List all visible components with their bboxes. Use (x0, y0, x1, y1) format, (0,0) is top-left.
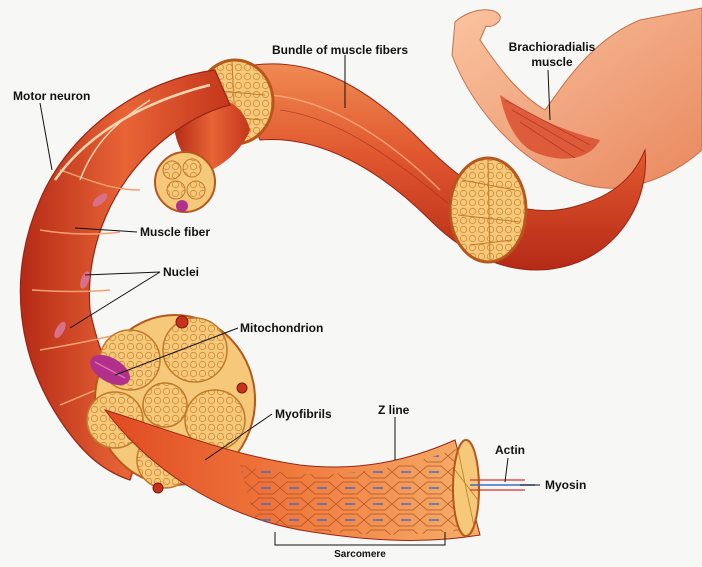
label-muscle-fiber: Muscle fiber (140, 225, 210, 239)
label-nuclei: Nuclei (163, 265, 199, 279)
fascicle-cross-section (450, 158, 526, 262)
label-bundle-of-muscle-fibers: Bundle of muscle fibers (272, 43, 408, 57)
label-mitochondrion: Mitochondrion (240, 321, 323, 335)
label-brachioradialis-line1: Brachioradialis (500, 40, 604, 54)
label-myosin: Myosin (545, 478, 586, 492)
label-actin: Actin (495, 443, 525, 457)
label-motor-neuron: Motor neuron (13, 89, 90, 103)
label-sarcomere: Sarcomere (320, 548, 400, 562)
label-brachioradialis-line2: muscle (500, 55, 604, 69)
label-z-line: Z line (378, 403, 409, 417)
label-myofibrils: Myofibrils (275, 407, 332, 421)
